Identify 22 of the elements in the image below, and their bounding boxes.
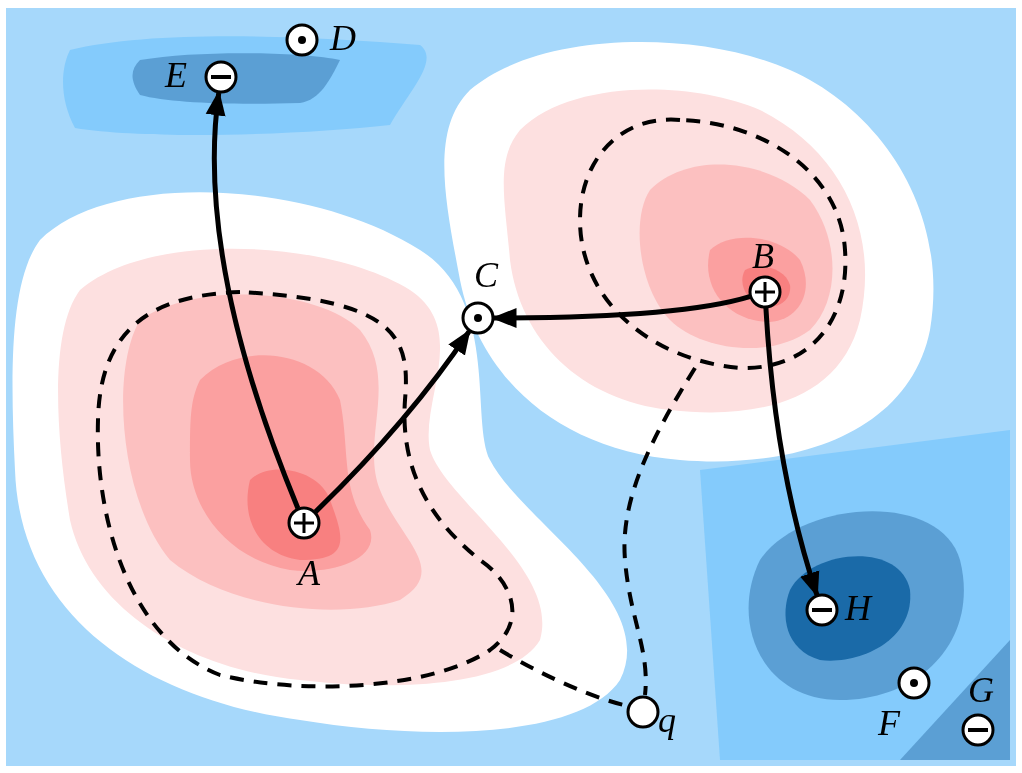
charge-point-symbol <box>285 23 319 57</box>
negative-charge-symbol <box>961 713 995 747</box>
charge-label: B <box>752 238 774 274</box>
negative-charge-symbol <box>204 60 238 94</box>
charge-label: A <box>298 555 320 591</box>
charge-label: E <box>165 57 187 93</box>
positive-charge-symbol <box>748 275 782 309</box>
charge-point-symbol <box>897 666 931 700</box>
charge-label: D <box>330 20 356 56</box>
positive-charge-symbol <box>287 506 321 540</box>
test-charge-symbol <box>626 695 660 729</box>
charge-label: F <box>878 705 900 741</box>
charge-label: H <box>845 590 871 626</box>
charge-label: q <box>658 702 676 738</box>
charge-point-symbol <box>461 301 495 335</box>
charge-label: G <box>968 672 994 708</box>
field-arrow <box>313 329 472 514</box>
field-arrow <box>763 307 820 598</box>
charge-label: C <box>474 257 498 293</box>
negative-charge-symbol <box>805 593 839 627</box>
field-arrow <box>206 90 301 510</box>
field-arrow <box>491 294 751 328</box>
